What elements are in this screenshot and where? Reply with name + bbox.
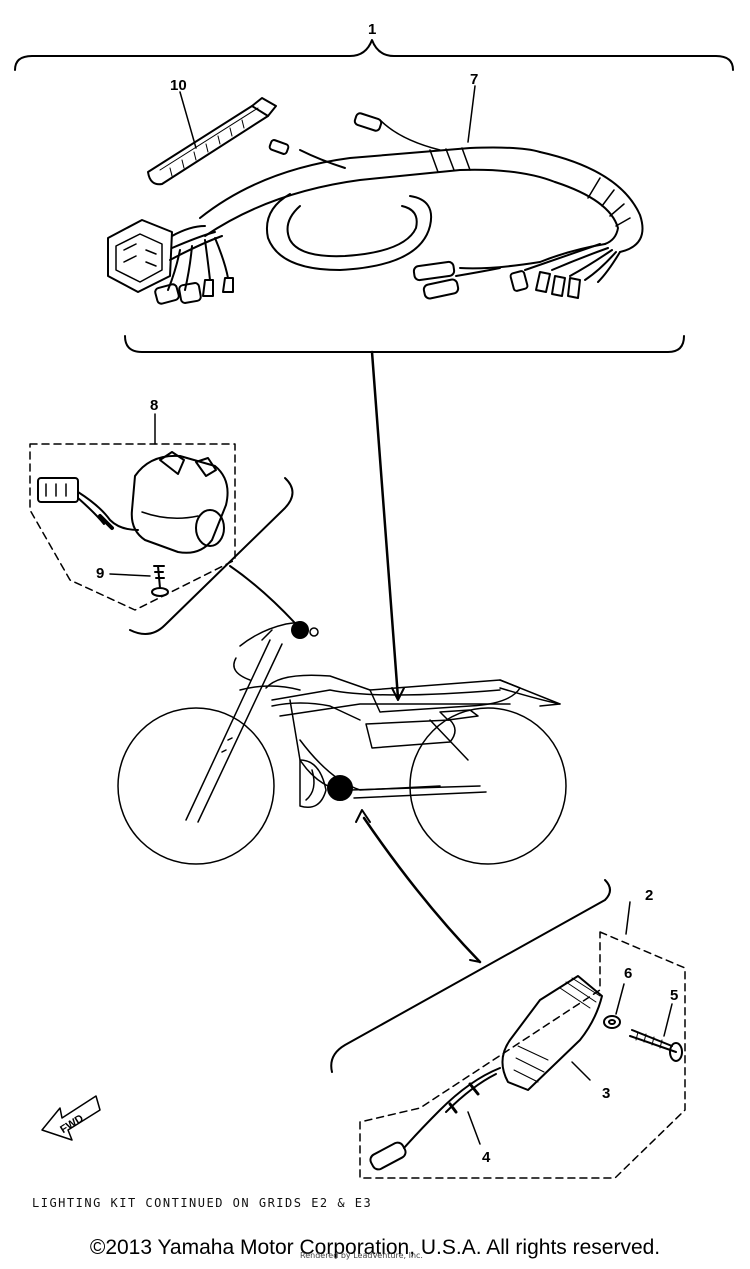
wire-harness-part-7 <box>107 85 644 305</box>
callout-4: 4 <box>482 1149 491 1166</box>
fwd-arrow-icon <box>41 1095 101 1141</box>
callout-8: 8 <box>150 397 158 414</box>
switch-location-dot <box>291 621 309 639</box>
callout-1: 1 <box>368 21 376 38</box>
callout-2: 2 <box>645 887 653 904</box>
connector-location-dot <box>309 627 319 637</box>
rectifier-location-dot <box>327 775 353 801</box>
copyright-notice: ©2013 Yamaha Motor Corporation, U.S.A. A… <box>89 1236 661 1259</box>
callout-7: 7 <box>470 71 478 88</box>
rectifier-group-2 <box>330 879 686 1179</box>
callout-10: 10 <box>170 77 187 94</box>
group-1-brace <box>14 39 734 353</box>
callout-5: 5 <box>670 987 678 1004</box>
handlebar-switch-group-8 <box>29 413 294 635</box>
motorcycle-outline <box>117 621 567 865</box>
render-credit: Rendered by LeadVenture, Inc. <box>300 1251 423 1260</box>
fwd-label: FWD <box>58 1113 86 1136</box>
footer-note: LIGHTING KIT CONTINUED ON GRIDS E2 & E3 <box>32 1196 373 1210</box>
callout-6: 6 <box>624 965 632 982</box>
callout-9: 9 <box>96 565 104 582</box>
leader-lines <box>229 350 482 964</box>
callout-3: 3 <box>602 1085 610 1102</box>
cable-tie-part-10 <box>147 91 277 186</box>
